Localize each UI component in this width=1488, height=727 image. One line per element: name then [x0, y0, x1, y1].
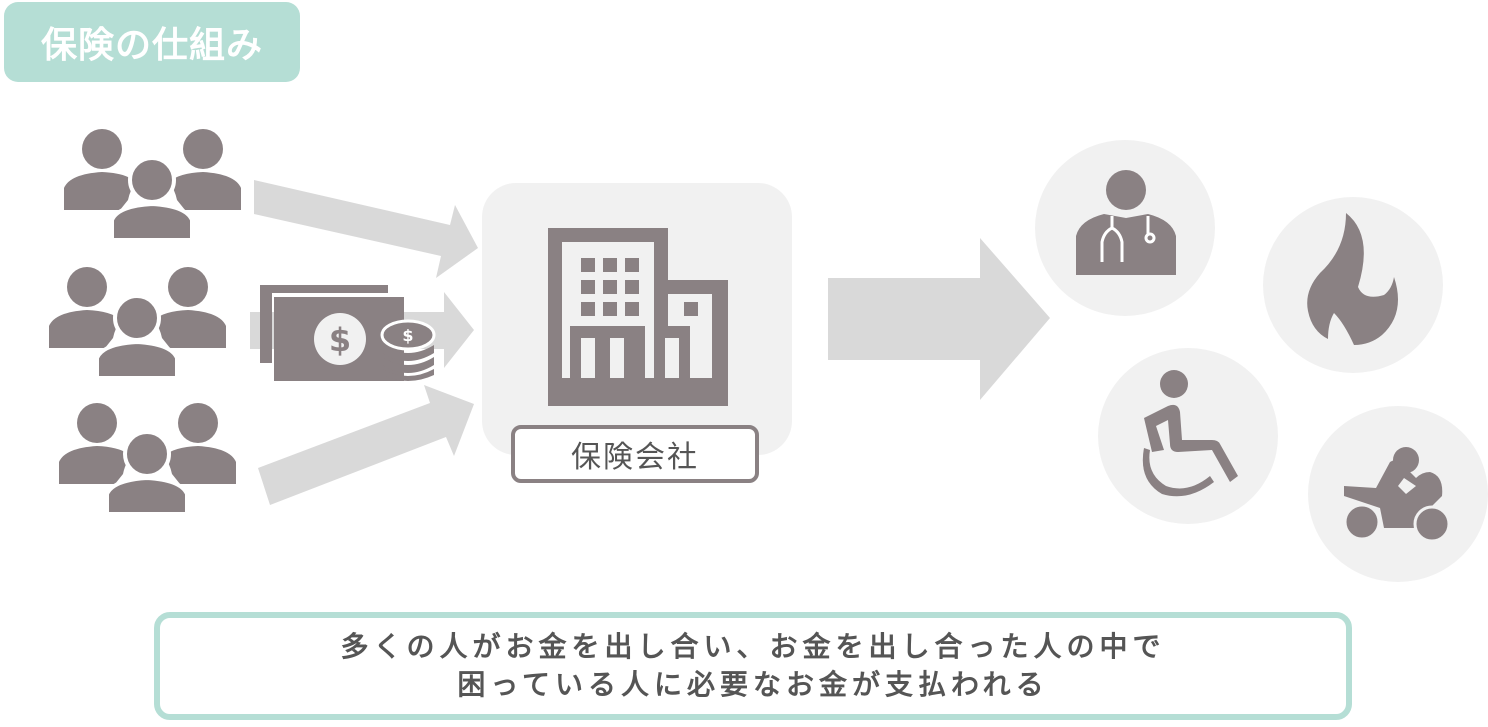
insurance-company-label: 保険会社: [511, 425, 759, 483]
arrow-bottom-icon: [258, 385, 474, 505]
doctor-icon: [1076, 170, 1176, 275]
people-group-icon: [59, 403, 236, 514]
arrow-right-icon: [828, 238, 1050, 400]
page-title: 保険の仕組み: [4, 2, 300, 82]
svg-text:$: $: [329, 321, 351, 359]
office-building-icon: [548, 228, 728, 406]
arrow-top-icon: [254, 180, 478, 278]
fire-icon: [1307, 213, 1398, 345]
summary-line-2: 困っている人に必要なお金が支払われる: [457, 668, 1049, 701]
cash-and-coins-icon: $ $: [260, 285, 436, 381]
summary-line-1: 多くの人がお金を出し合い、お金を出し合った人の中で: [340, 630, 1166, 663]
summary-box: 多くの人がお金を出し合い、お金を出し合った人の中で 困っている人に必要なお金が支…: [154, 612, 1352, 720]
wheelchair-icon: [1142, 370, 1238, 497]
people-group-icon: [49, 267, 226, 378]
people-group-icon: [64, 129, 241, 240]
svg-text:$: $: [402, 326, 413, 345]
motorcycle-icon: [1344, 447, 1451, 542]
